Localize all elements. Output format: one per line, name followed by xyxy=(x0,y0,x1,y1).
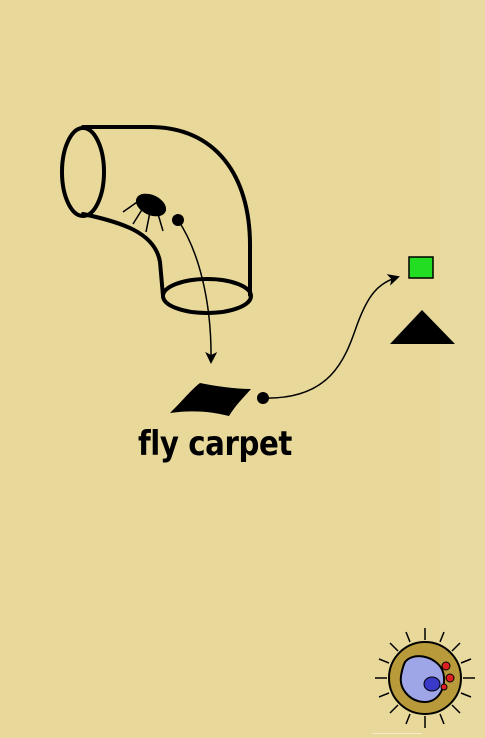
background-panel xyxy=(440,0,485,738)
arrow-carpet-to-square xyxy=(257,274,400,404)
divider xyxy=(372,733,422,734)
carpet-icon xyxy=(170,383,251,416)
triangle-icon xyxy=(390,310,455,344)
pipe-icon xyxy=(60,125,253,315)
green-square-icon xyxy=(408,256,434,279)
diagram-caption: fly carpet xyxy=(138,424,292,464)
bug-icon xyxy=(122,193,167,233)
arrow-bug-to-carpet xyxy=(172,214,218,364)
cell-badge-icon xyxy=(375,628,475,728)
